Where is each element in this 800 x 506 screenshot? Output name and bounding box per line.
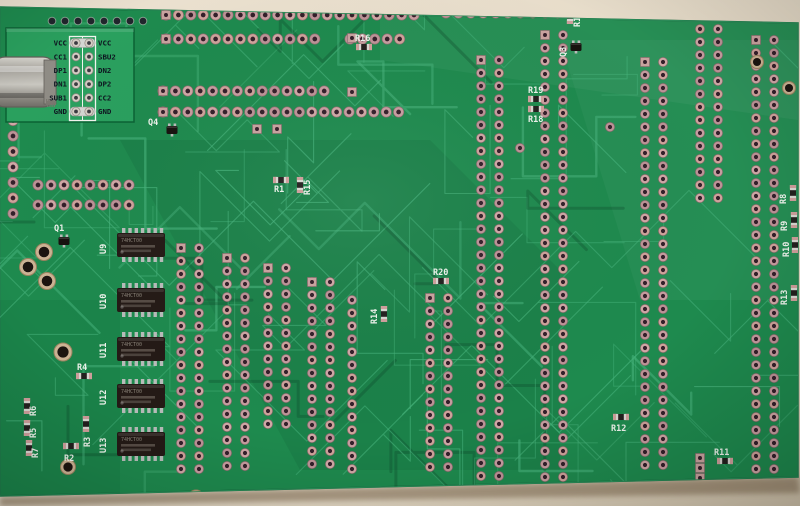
photo-vignette	[0, 0, 800, 506]
pcb-scene: 74HCT0074HCT0074HCT0074HCT0074HCT00 U9U1…	[0, 0, 800, 506]
pcb-photo: 74HCT0074HCT0074HCT0074HCT0074HCT00 U9U1…	[0, 0, 800, 506]
